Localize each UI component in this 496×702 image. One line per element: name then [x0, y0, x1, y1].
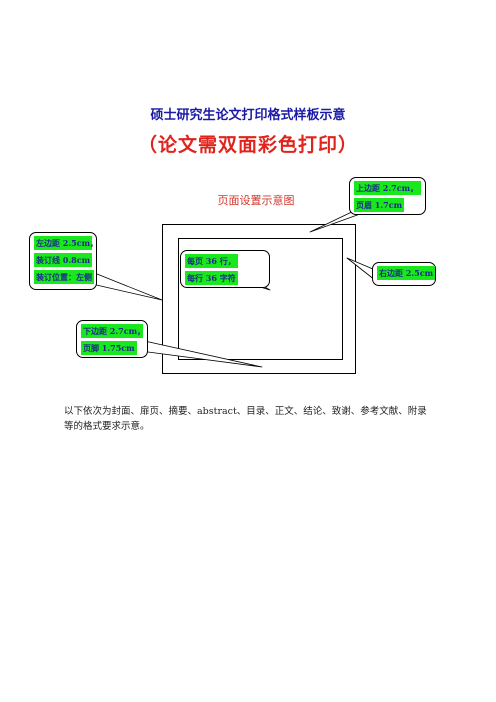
right-margin-callout: 右边距 2.5cm: [372, 262, 436, 286]
bottom-margin-label: 下边距 2.7cm，: [81, 324, 146, 338]
left-callout-pointer: [91, 271, 163, 301]
top-margin-callout: 上边距 2.7cm， 页眉 1.7cm: [349, 177, 426, 215]
binding-position-label: 装订位置：左侧: [34, 270, 94, 284]
diagram-title: 页面设置示意图: [217, 194, 295, 207]
intro-paragraph: 以下依次为封面、扉页、摘要、abstract、目录、正文、结论、致谢、参考文献、…: [64, 406, 427, 432]
right-margin-label: 右边距 2.5cm: [377, 266, 436, 280]
gutter-label: 装订线 0.8cm: [34, 253, 93, 267]
document-title: 硕士研究生论文打印格式样板示意: [150, 108, 346, 123]
text-area-boundary: [178, 238, 343, 360]
footer-label: 页脚 1.75cm: [81, 341, 137, 355]
left-margin-callout: 左边距 2.5cm， 装订线 0.8cm 装订位置：左侧: [29, 232, 99, 290]
bottom-margin-callout: 下边距 2.7cm， 页脚 1.75cm: [76, 320, 148, 358]
header-label: 页眉 1.7cm: [354, 198, 405, 212]
page-outer-boundary: [162, 224, 356, 374]
left-margin-label: 左边距 2.5cm，: [34, 236, 99, 250]
document-subtitle: （论文需双面彩色打印）: [137, 134, 358, 156]
chars-per-line-label: 每行 36 字符: [185, 271, 238, 285]
lines-per-page-callout: 每页 36 行， 每行 36 字符: [180, 250, 270, 288]
lines-per-page-label: 每页 36 行，: [185, 254, 238, 268]
top-margin-label: 上边距 2.7cm，: [354, 181, 421, 195]
bottom-callout-pointer: [139, 339, 263, 368]
